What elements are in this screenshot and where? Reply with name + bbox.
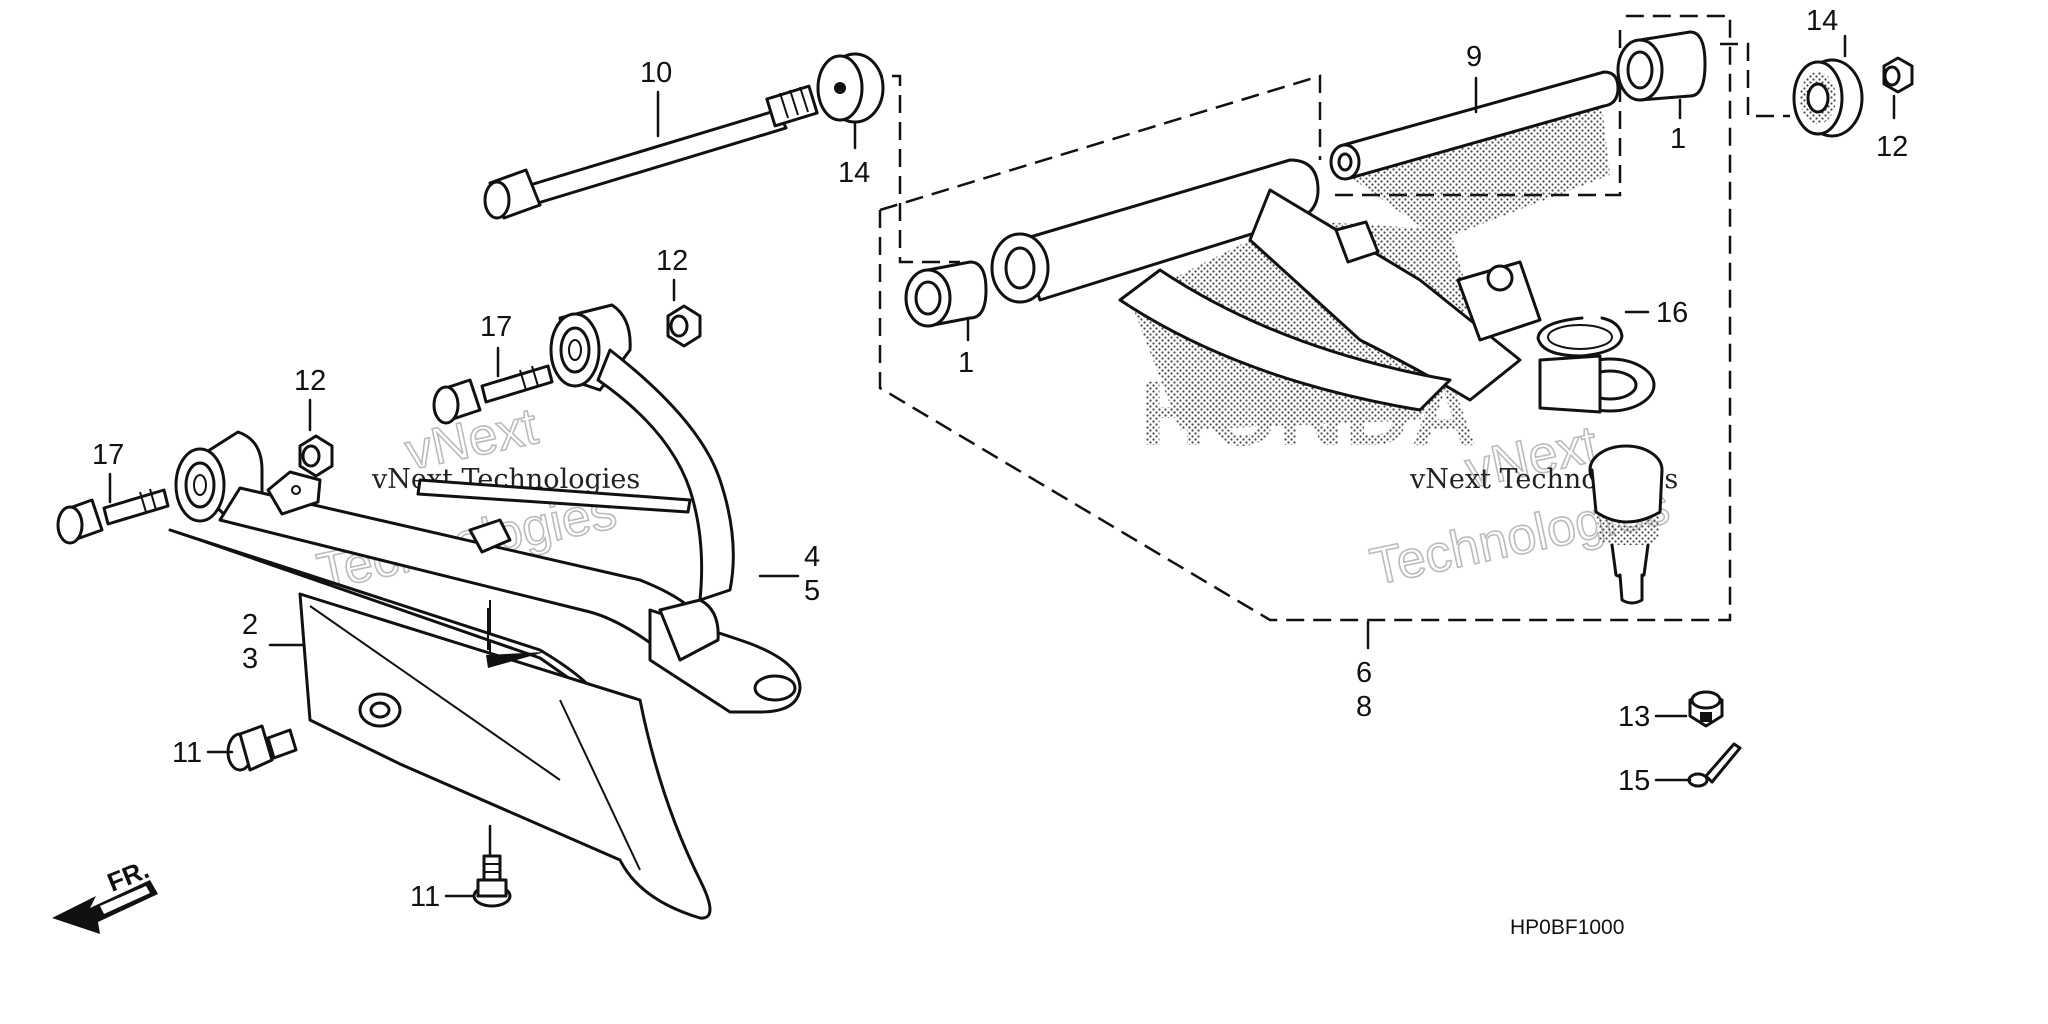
callout-2: 2 — [242, 609, 258, 641]
bushing-part-1-left — [904, 260, 988, 328]
callout-8: 8 — [1356, 691, 1372, 723]
castle-nut-part-13 — [1688, 690, 1724, 728]
callout-10: 10 — [640, 57, 672, 89]
callout-12-middle: 12 — [656, 245, 688, 277]
ball-joint — [1588, 444, 1664, 605]
flange-bolt-part-11-bottom — [472, 854, 512, 908]
callout-3: 3 — [242, 643, 258, 675]
callout-14-right: 14 — [1806, 5, 1838, 37]
long-bolt-part-10 — [483, 84, 819, 220]
bolt-part-17-left — [56, 488, 170, 545]
lower-arm-part-6-8 — [990, 90, 1656, 430]
circlip-part-16 — [1536, 316, 1624, 358]
nut-part-12-middle — [666, 304, 702, 348]
nut-part-12-right — [1882, 56, 1914, 94]
flange-bolt-part-11-side — [226, 724, 298, 772]
callout-labels: 10 14 1 9 1 14 12 16 17 12 17 12 4 5 2 3… — [92, 5, 1908, 913]
bushing-part-1-right — [1616, 30, 1707, 102]
diagram-code: HP0BF1000 — [1510, 916, 1624, 939]
cotter-pin-part-15 — [1687, 742, 1742, 788]
callout-11-bottom: 11 — [410, 881, 440, 913]
collar-part-9 — [1329, 70, 1620, 181]
washer-part-14-top — [816, 52, 885, 124]
callout-6: 6 — [1356, 657, 1372, 689]
bolt-part-17-right — [432, 364, 554, 425]
callout-17-left: 17 — [92, 439, 124, 471]
callout-13: 13 — [1618, 701, 1650, 733]
callout-14-top: 14 — [838, 157, 870, 189]
callout-12-left: 12 — [294, 365, 326, 397]
callout-16: 16 — [1656, 297, 1688, 329]
upper-arm-part-4-5 — [174, 303, 802, 714]
arm-guard-part-2-3 — [168, 528, 712, 920]
nut-part-12-left — [298, 434, 334, 478]
callout-1-right: 1 — [1670, 123, 1686, 155]
dust-seal-part-14-right — [1792, 58, 1864, 138]
callout-11-side: 11 — [172, 737, 202, 769]
callout-17-right: 17 — [480, 311, 512, 343]
callout-4: 4 — [804, 541, 820, 573]
callout-12-right: 12 — [1876, 131, 1908, 163]
front-direction-marker: FR. — [52, 854, 158, 934]
callout-5: 5 — [804, 575, 820, 607]
leader-lines — [108, 34, 1896, 898]
callout-1-left: 1 — [958, 347, 974, 379]
callout-15: 15 — [1618, 765, 1650, 797]
callout-9: 9 — [1466, 41, 1482, 73]
